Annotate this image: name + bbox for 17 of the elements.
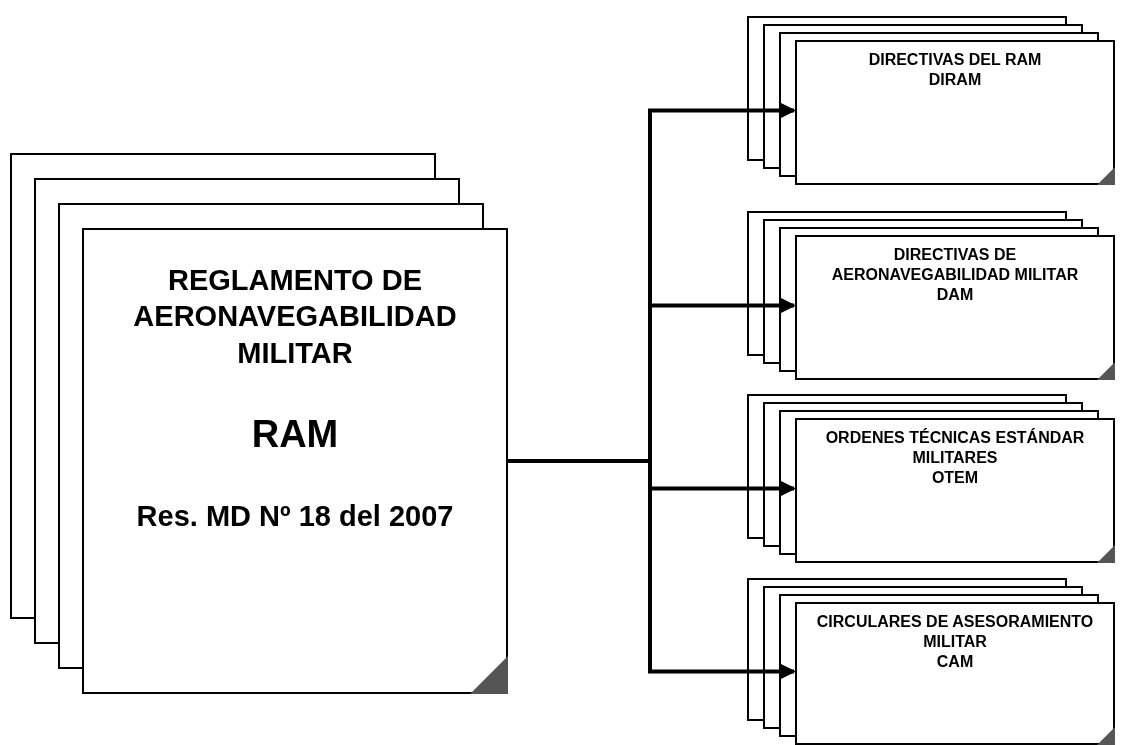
page-text: RAM [251, 411, 339, 457]
page-text: OTEM [930, 468, 980, 488]
page-text: REGLAMENTO DE AERONAVEGABILIDAD MILITAR [132, 263, 458, 371]
page-text: DIRECTIVAS DEL RAM [867, 50, 1043, 70]
document-page [82, 228, 508, 694]
document-page [795, 418, 1115, 563]
page-text: CAM [935, 652, 975, 672]
document-page [795, 235, 1115, 380]
page-text: Res. MD Nº 18 del 2007 [135, 499, 455, 535]
page-text: CIRCULARES DE ASESORAMIENTO MILITAR [815, 612, 1095, 652]
document-page [795, 602, 1115, 745]
page-text: DIRAM [927, 70, 983, 90]
page-text: ORDENES TÉCNICAS ESTÁNDAR MILITARES [824, 428, 1086, 468]
page-text: DIRECTIVAS DE AERONAVEGABILIDAD MILITAR [830, 245, 1080, 285]
document-page [795, 40, 1115, 185]
page-text: DAM [935, 285, 975, 305]
connector-arrow [508, 459, 796, 680]
